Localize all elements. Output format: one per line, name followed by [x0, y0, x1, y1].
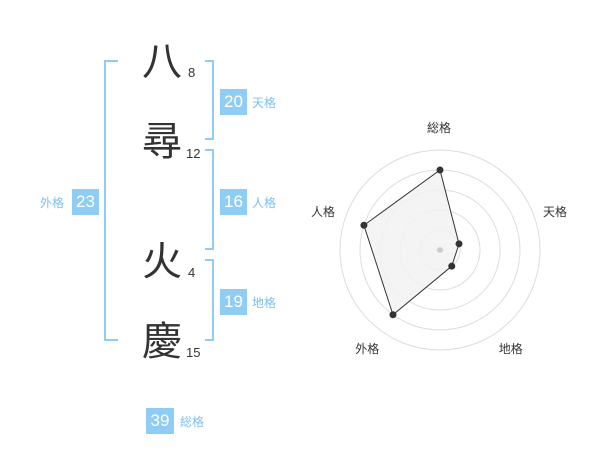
- soukaku-label: 総格: [180, 415, 205, 429]
- soukaku-value: 39: [146, 408, 174, 434]
- radar-point-3: [448, 262, 456, 270]
- stroke-count-2: 12: [186, 146, 201, 161]
- tenkaku-value: 20: [220, 89, 247, 115]
- radar-point-2: [455, 240, 463, 248]
- chikaku-label: 地格: [252, 296, 277, 310]
- radar-axis-label-2: 天格: [543, 205, 568, 220]
- tenkaku-label: 天格: [252, 96, 277, 110]
- stroke-count-3: 4: [188, 265, 196, 280]
- name-char-3: 火: [142, 239, 182, 285]
- jinkaku-value: 16: [220, 189, 247, 215]
- radar-point-1: [436, 166, 444, 174]
- chikaku-value: 19: [220, 289, 247, 315]
- jinkaku-label: 人格: [252, 196, 277, 210]
- radar-ring: [339, 149, 541, 351]
- radar-axis-label-4: 外格: [355, 341, 380, 356]
- radar-point-4: [389, 311, 397, 319]
- jinkaku-bracket: [205, 149, 214, 250]
- radar-axis-label-1: 総格: [427, 121, 452, 135]
- tenkaku-bracket: [205, 60, 214, 140]
- gaikaku-label: 外格: [40, 196, 65, 210]
- radar-point-5: [360, 221, 368, 229]
- name-char-4: 慶: [142, 319, 182, 365]
- gaikaku-value: 23: [72, 189, 99, 215]
- radar-polygon: [363, 169, 460, 316]
- stroke-count-4: 15: [186, 345, 201, 360]
- name-char-2: 尋: [142, 119, 182, 165]
- chikaku-bracket: [205, 259, 214, 341]
- radar-axis-label-5: 人格: [310, 205, 335, 220]
- radar-axis-label-3: 地格: [498, 341, 523, 356]
- stroke-count-1: 8: [188, 65, 196, 80]
- radar-center-dot: [437, 247, 443, 253]
- outer-bracket: [104, 60, 118, 341]
- name-char-1: 八: [142, 39, 182, 85]
